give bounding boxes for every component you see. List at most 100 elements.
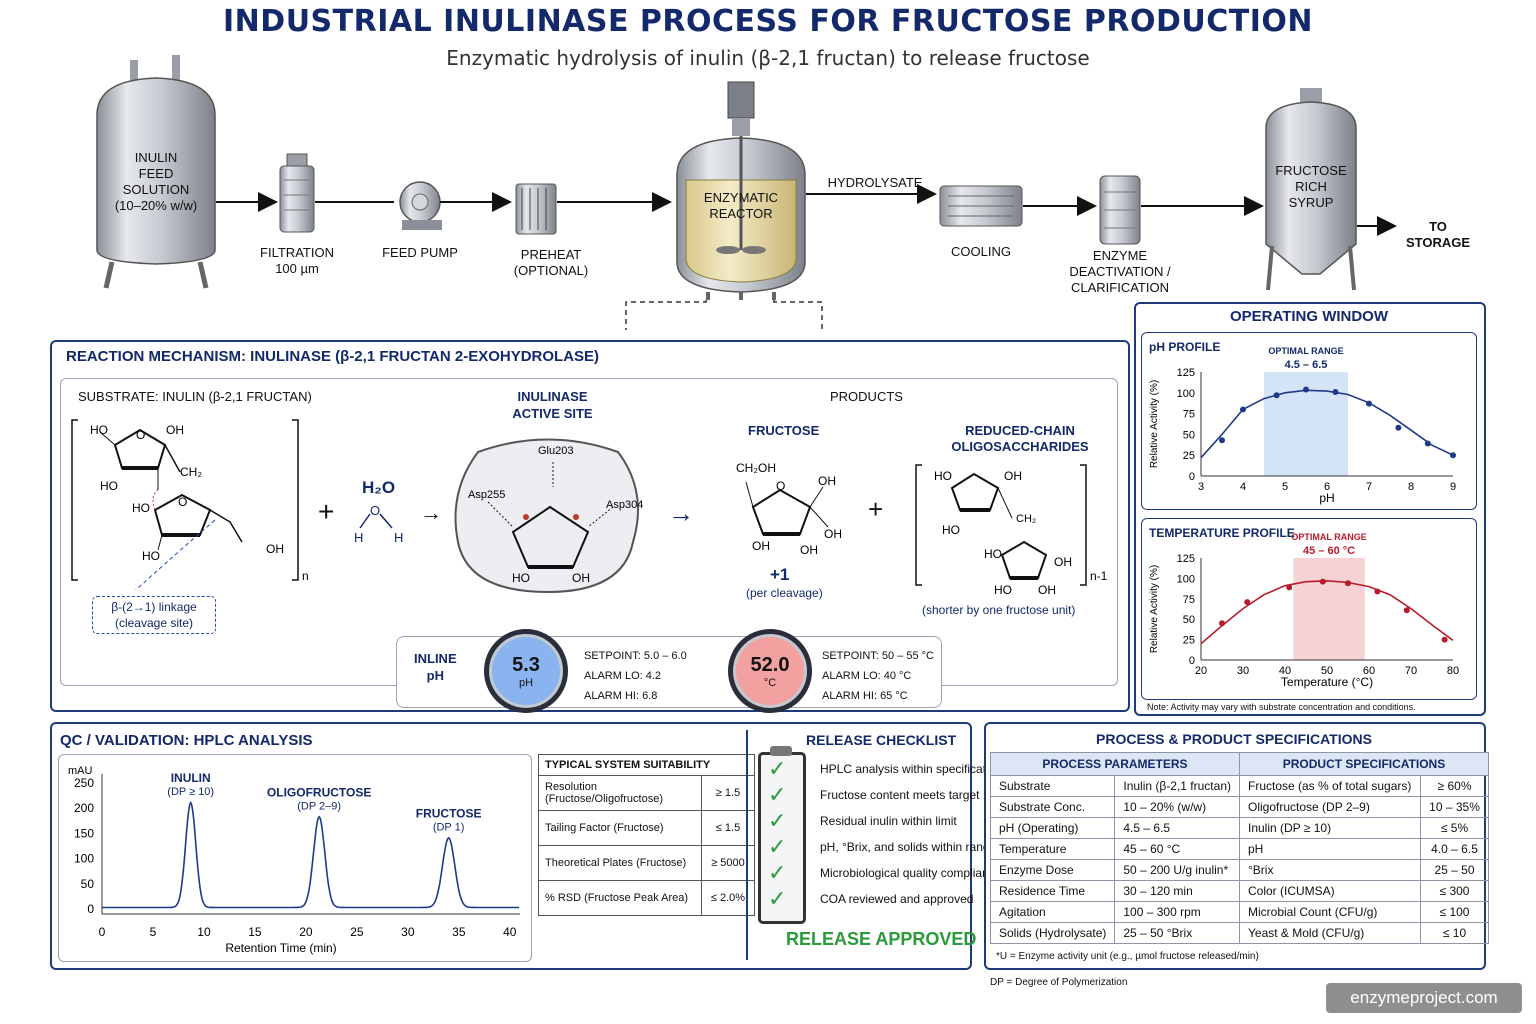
x-tick-label: 70 — [1405, 665, 1417, 677]
check-icon: ✓ — [768, 886, 787, 911]
x-tick-label: 8 — [1408, 481, 1414, 493]
data-point — [1450, 452, 1456, 459]
oligo-note: (shorter by one fructose unit) — [922, 603, 1076, 617]
y-axis-label: Relative Activity (%) — [1149, 380, 1160, 468]
y-tick-label: 200 — [74, 801, 94, 815]
x-axis-label: pH — [1319, 491, 1334, 505]
fructose-o: O — [776, 479, 785, 493]
product-specs-header: PRODUCT SPECIFICATIONS — [1239, 752, 1489, 776]
list-item: ✓COA reviewed and approved — [768, 886, 974, 911]
linkage-note: β-(2→1) linkage (cleavage site) — [92, 596, 216, 634]
water-molecule: O H H — [354, 503, 403, 545]
peak-sublabel: (DP 2–9) — [297, 800, 341, 812]
temp-alarm-settings: SETPOINT: 50 – 55 °C ALARM LO: 40 °C ALA… — [822, 650, 934, 702]
preheat-label: PREHEAT (OPTIONAL) — [513, 247, 589, 278]
check-icon: ✓ — [768, 756, 787, 781]
oligo-oh-3: OH — [1038, 583, 1056, 597]
system-suitability-table: TYPICAL SYSTEM SUITABILITY Resolution (F… — [538, 754, 755, 916]
struct-ho-3: HO — [132, 501, 150, 515]
active-site-label: INULINASE ACTIVE SITE — [512, 389, 593, 421]
data-point — [1240, 406, 1246, 413]
deactivation-vessel-icon — [1099, 175, 1141, 245]
peak-sublabel: (DP ≥ 10) — [167, 786, 214, 798]
x-tick-label: 4 — [1240, 481, 1246, 493]
list-item: ✓Fructose content meets target — [768, 782, 980, 807]
operating-window-title: OPERATING WINDOW — [1229, 308, 1389, 325]
feed-tank-label: INULIN FEED SOLUTION (10–20% w/w) — [114, 150, 198, 213]
y-tick-label: 0 — [87, 902, 94, 916]
optimal-range-value: 4.5 – 6.5 — [1285, 359, 1328, 371]
y-tick-label: 100 — [1177, 388, 1195, 400]
ph-gauge: 5.3 pH — [484, 629, 568, 713]
oligo-oh-1: OH — [1004, 469, 1022, 483]
water-h-2: H — [394, 530, 403, 545]
table-row: % RSD (Fructose Peak Area) ≤ 2.0% — [538, 880, 755, 916]
to-storage-label: TO STORAGE — [1405, 219, 1471, 250]
data-point — [1366, 400, 1372, 407]
table-row: Tailing Factor (Fructose) ≤ 1.5 — [538, 810, 755, 846]
page-subtitle: Enzymatic hydrolysis of inulin (β-2,1 fr… — [446, 46, 1090, 70]
y-tick-label: 125 — [1177, 367, 1195, 379]
optimal-range-label: OPTIMAL RANGE — [1268, 346, 1343, 356]
x-tick-label: 30 — [401, 925, 415, 939]
water-h-1: H — [354, 530, 363, 545]
data-point — [1345, 580, 1351, 587]
x-tick-label: 5 — [150, 925, 157, 939]
temperature-gauge: 52.0 °C — [728, 629, 812, 713]
page-title: INDUSTRIAL INULINASE PROCESS FOR FRUCTOS… — [223, 4, 1313, 39]
x-tick-label: 20 — [1195, 665, 1207, 677]
mechanism-title: REACTION MECHANISM: INULINASE (β-2,1 FRU… — [66, 348, 600, 365]
y-tick-label: 50 — [1183, 614, 1195, 626]
list-item: ✓pH, °Brix, and solids within range — [768, 834, 997, 859]
inline-label: INLINE pH — [414, 651, 457, 683]
y-tick-label: 100 — [74, 852, 94, 866]
product-tank-label: FRUCTOSE RICH SYRUP — [1275, 163, 1347, 210]
deactivation-label: ENZYME DEACTIVATION / CLARIFICATION — [1069, 248, 1171, 295]
ph-gauge-unit: pH — [518, 676, 534, 689]
water-formula: H₂O — [362, 478, 396, 497]
oligo-oh-2: OH — [1054, 555, 1072, 569]
data-point — [1332, 388, 1339, 395]
enzymatic-reactor-icon — [676, 81, 806, 300]
chromatogram-trace — [102, 800, 519, 909]
x-tick-label: 9 — [1450, 481, 1456, 493]
x-tick-label: 35 — [452, 925, 466, 939]
cooling-label: COOLING — [951, 244, 1011, 259]
data-point — [1219, 437, 1225, 444]
x-tick-label: 40 — [503, 925, 517, 939]
list-item: ✓HPLC analysis within specification — [768, 756, 1003, 781]
operating-note: Note: Activity may vary with substrate c… — [1147, 702, 1416, 712]
fructose-label: FRUCTOSE — [748, 423, 820, 438]
data-point — [1286, 584, 1293, 591]
products-label: PRODUCTS — [830, 389, 903, 404]
y-axis-label: mAU — [68, 765, 93, 777]
y-tick-label: 75 — [1183, 594, 1195, 606]
x-tick-label: 50 — [1321, 665, 1333, 677]
x-tick-label: 5 — [1282, 481, 1288, 493]
list-item: ✓Residual inulin within limit — [768, 808, 957, 833]
active-site-pocket: Glu203 Asp255 Asp304 HO OH — [454, 438, 643, 594]
struct-ho-1: HO — [90, 423, 108, 437]
release-checklist: ✓HPLC analysis within specification ✓Fru… — [768, 756, 1002, 912]
oligo-ho-4: HO — [994, 583, 1012, 597]
hydrolysate-label: HYDROLYSATE — [827, 175, 923, 190]
ph-alarm-settings: SETPOINT: 5.0 – 6.0 ALARM LO: 4.2 ALARM … — [584, 650, 687, 702]
y-tick-label: 250 — [74, 776, 94, 790]
x-tick-label: 40 — [1279, 665, 1291, 677]
process-flow-diagram — [96, 55, 1397, 330]
y-tick-label: 100 — [1177, 573, 1195, 585]
peak-label: INULIN — [171, 771, 211, 785]
data-point — [1441, 636, 1448, 643]
y-tick-label: 25 — [1183, 635, 1195, 647]
optimal-range-value: 45 – 60 °C — [1303, 545, 1355, 557]
oligo-ch2: CH₂ — [1016, 513, 1036, 525]
data-point — [1319, 578, 1326, 585]
substrate-label: SUBSTRATE: INULIN (β-2,1 FRUCTAN) — [78, 389, 312, 404]
y-axis-label: Relative Activity (%) — [1149, 565, 1160, 653]
table-row: Resolution (Fructose/Oligofructose) ≥ 1.… — [538, 775, 755, 811]
x-tick-label: 25 — [350, 925, 364, 939]
x-tick-label: 80 — [1447, 665, 1459, 677]
table-row: Substrate Conc.10 – 20% (w/w)Oligofructo… — [989, 796, 1489, 818]
